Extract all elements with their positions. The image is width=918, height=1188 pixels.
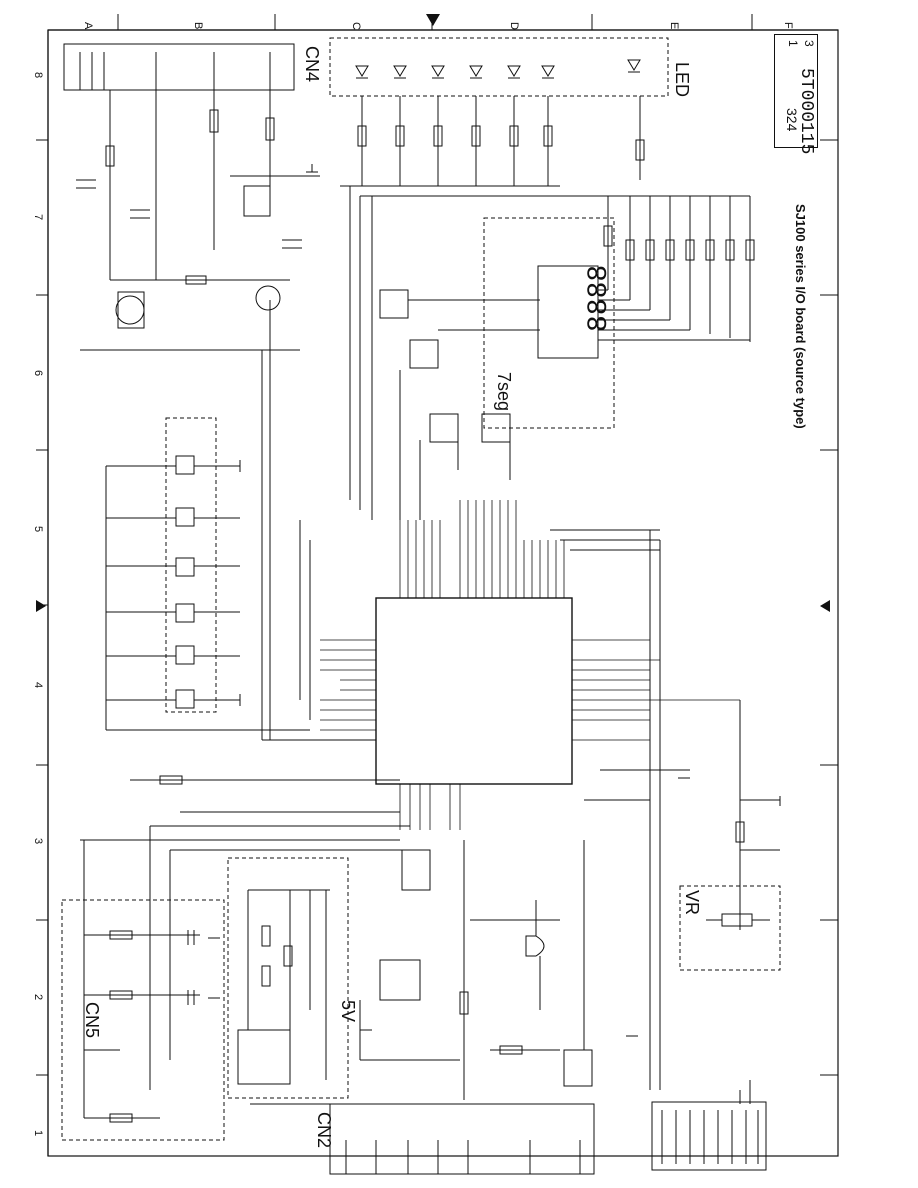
cn4-label: CN4 <box>302 46 322 83</box>
title-block <box>774 34 818 148</box>
seven-segment-display: 8888 <box>483 217 615 429</box>
5v-label: 5V <box>338 1000 358 1023</box>
cn2-label: CN2 <box>314 1112 334 1149</box>
zone-letter-f: F <box>782 22 794 29</box>
vr-label: VR <box>682 890 702 916</box>
input-transistor-section <box>76 90 320 351</box>
output-connector <box>651 1101 767 1171</box>
zone-letter-b: B <box>192 22 204 30</box>
seg7-label: 7seg <box>494 372 514 412</box>
mcu-pin-lines <box>320 500 740 830</box>
sheet-index: 1 <box>786 40 800 47</box>
led-array <box>329 37 669 97</box>
zone-number-7: 7 <box>32 214 44 221</box>
center-mark-top <box>426 14 440 26</box>
zone-number-4: 4 <box>32 682 44 689</box>
ground-symbols <box>208 164 781 1037</box>
led-label: LED <box>672 62 692 98</box>
sheet-frame <box>47 29 839 1157</box>
lower-analog-section <box>61 775 430 1141</box>
zone-letter-a: A <box>82 22 94 30</box>
cn5-label: CN5 <box>82 1002 102 1039</box>
sheet-title: SJ100 series I/O board (source type) <box>793 204 808 429</box>
svg-text:8888: 8888 <box>584 265 615 332</box>
zone-number-6: 6 <box>32 370 44 377</box>
zone-letter-c: C <box>350 22 362 30</box>
center-mark-right <box>820 600 830 612</box>
vr-block <box>679 799 781 971</box>
signal-buses <box>261 300 751 1104</box>
center-mark-left <box>36 600 46 612</box>
main-mcu <box>375 597 573 785</box>
cn4-connector <box>63 43 295 91</box>
cn2-connector <box>250 1103 595 1175</box>
segment-resistors <box>360 195 755 342</box>
zone-letter-e: E <box>668 22 680 30</box>
zone-number-2: 2 <box>32 994 44 1001</box>
sheet-total: 3 <box>802 40 816 47</box>
input-switch-array <box>105 417 310 731</box>
led-resistors <box>340 96 645 187</box>
zone-number-8: 8 <box>32 72 44 79</box>
5v-regulator <box>227 857 349 1099</box>
zone-number-5: 5 <box>32 526 44 533</box>
zone-number-3: 3 <box>32 838 44 845</box>
rev-number: 324 <box>784 108 800 132</box>
digit-driver-transistors <box>349 186 540 520</box>
zone-number-1: 1 <box>32 1130 44 1137</box>
zone-letter-d: D <box>508 22 520 30</box>
logic-gates <box>359 840 593 1100</box>
